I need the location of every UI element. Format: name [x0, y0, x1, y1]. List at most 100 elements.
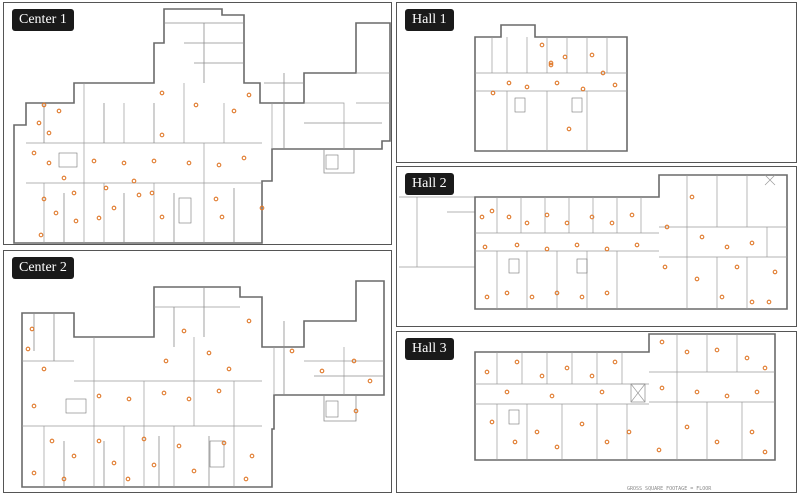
- sensor-marker-icon: [600, 70, 606, 76]
- sensor-marker-icon: [714, 347, 720, 353]
- sensor-marker-icon: [111, 460, 117, 466]
- sensor-marker-icon: [49, 438, 55, 444]
- sensor-marker-icon: [71, 190, 77, 196]
- sensor-marker-icon: [186, 396, 192, 402]
- sensor-marker-icon: [574, 242, 580, 248]
- sensor-marker-icon: [554, 290, 560, 296]
- sensor-marker-icon: [529, 294, 535, 300]
- panel-label: Center 2: [12, 257, 74, 279]
- sensor-marker-icon: [699, 234, 705, 240]
- sensor-marker-icon: [484, 294, 490, 300]
- sensor-marker-icon: [604, 439, 610, 445]
- panel-label: Hall 3: [405, 338, 454, 360]
- floorplan-hall-2: [399, 174, 788, 310]
- sensor-marker-icon: [589, 373, 595, 379]
- sensor-marker-icon: [662, 264, 668, 270]
- sensor-marker-icon: [719, 294, 725, 300]
- sensor-marker-icon: [131, 178, 137, 184]
- sensor-marker-icon: [749, 299, 755, 305]
- panel-hall-3: GROSS SQUARE FOOTAGE = FLOOR Hall 3: [396, 331, 797, 493]
- sensor-marker-icon: [216, 388, 222, 394]
- sensor-marker-icon: [659, 339, 665, 345]
- sensor-marker-icon: [96, 215, 102, 221]
- sensor-marker-icon: [249, 453, 255, 459]
- sensor-marker-icon: [489, 208, 495, 214]
- sensor-marker-icon: [241, 155, 247, 161]
- sensor-marker-icon: [534, 429, 540, 435]
- sensor-marker-icon: [29, 326, 35, 332]
- sensor-marker-icon: [554, 80, 560, 86]
- sensor-marker-icon: [159, 214, 165, 220]
- sensor-marker-icon: [566, 126, 572, 132]
- sensor-marker-icon: [734, 264, 740, 270]
- sensor-marker-icon: [25, 346, 31, 352]
- sensor-marker-icon: [61, 476, 67, 482]
- sensor-marker-icon: [564, 220, 570, 226]
- sensor-marker-icon: [71, 453, 77, 459]
- sensor-marker-icon: [539, 373, 545, 379]
- sensor-marker-icon: [629, 212, 635, 218]
- floorplan-hall-3: GROSS SQUARE FOOTAGE = FLOOR: [474, 333, 776, 492]
- sensor-marker-icon: [121, 160, 127, 166]
- sensor-marker-icon: [580, 86, 586, 92]
- sensor-marker-icon: [91, 158, 97, 164]
- sensor-marker-icon: [579, 294, 585, 300]
- sensor-marker-icon: [46, 130, 52, 136]
- sensor-marker-icon: [724, 244, 730, 250]
- sensor-marker-icon: [367, 378, 373, 384]
- sensor-marker-icon: [151, 158, 157, 164]
- panel-label: Center 1: [12, 9, 74, 31]
- sensor-marker-icon: [548, 60, 554, 66]
- sensor-marker-icon: [159, 132, 165, 138]
- sensor-markers-hall-2: [479, 194, 778, 305]
- sensor-marker-icon: [193, 102, 199, 108]
- sensor-marker-icon: [684, 349, 690, 355]
- sensor-marker-icon: [514, 242, 520, 248]
- sensor-marker-icon: [96, 393, 102, 399]
- sensor-marker-icon: [694, 389, 700, 395]
- sensor-marker-icon: [749, 240, 755, 246]
- sensor-marker-icon: [749, 429, 755, 435]
- sensor-marker-icon: [41, 196, 47, 202]
- sensor-marker-icon: [353, 408, 359, 414]
- sensor-marker-icon: [612, 82, 618, 88]
- sensor-marker-icon: [609, 220, 615, 226]
- sensor-marker-icon: [689, 194, 695, 200]
- sensor-marker-icon: [656, 447, 662, 453]
- panel-label: Hall 1: [405, 9, 454, 31]
- floorplan-hall-1: [474, 24, 628, 152]
- sensor-marker-icon: [604, 290, 610, 296]
- sensor-marker-icon: [604, 246, 610, 252]
- sensor-marker-icon: [714, 439, 720, 445]
- sensor-markers-center-1: [31, 90, 265, 238]
- sensor-marker-icon: [490, 90, 496, 96]
- sensor-marker-icon: [96, 438, 102, 444]
- sensor-marker-icon: [744, 355, 750, 361]
- sensor-markers-hall-3: [484, 339, 768, 455]
- sensor-marker-icon: [512, 439, 518, 445]
- sensor-marker-icon: [589, 52, 595, 58]
- sensor-marker-icon: [73, 218, 79, 224]
- sensor-marker-icon: [659, 385, 665, 391]
- sensor-marker-icon: [319, 368, 325, 374]
- sensor-marker-icon: [514, 359, 520, 365]
- sensor-marker-icon: [31, 403, 37, 409]
- floorplan-center-1: [13, 8, 391, 244]
- sensor-markers-center-2: [25, 318, 373, 482]
- sensor-marker-icon: [772, 269, 778, 275]
- sensor-marker-icon: [125, 476, 131, 482]
- sensor-marker-icon: [186, 160, 192, 166]
- sensor-marker-icon: [61, 175, 67, 181]
- sensor-marker-icon: [524, 220, 530, 226]
- sensor-marker-icon: [504, 389, 510, 395]
- sensor-marker-icon: [136, 192, 142, 198]
- hall-3-caption: GROSS SQUARE FOOTAGE = FLOOR: [627, 486, 712, 492]
- sensor-marker-icon: [634, 242, 640, 248]
- sensor-marker-icon: [56, 108, 62, 114]
- sensor-marker-icon: [544, 246, 550, 252]
- sensor-marker-icon: [221, 440, 227, 446]
- sensor-marker-icon: [159, 90, 165, 96]
- sensor-marker-icon: [482, 244, 488, 250]
- panel-label: Hall 2: [405, 173, 454, 195]
- sensor-marker-icon: [351, 358, 357, 364]
